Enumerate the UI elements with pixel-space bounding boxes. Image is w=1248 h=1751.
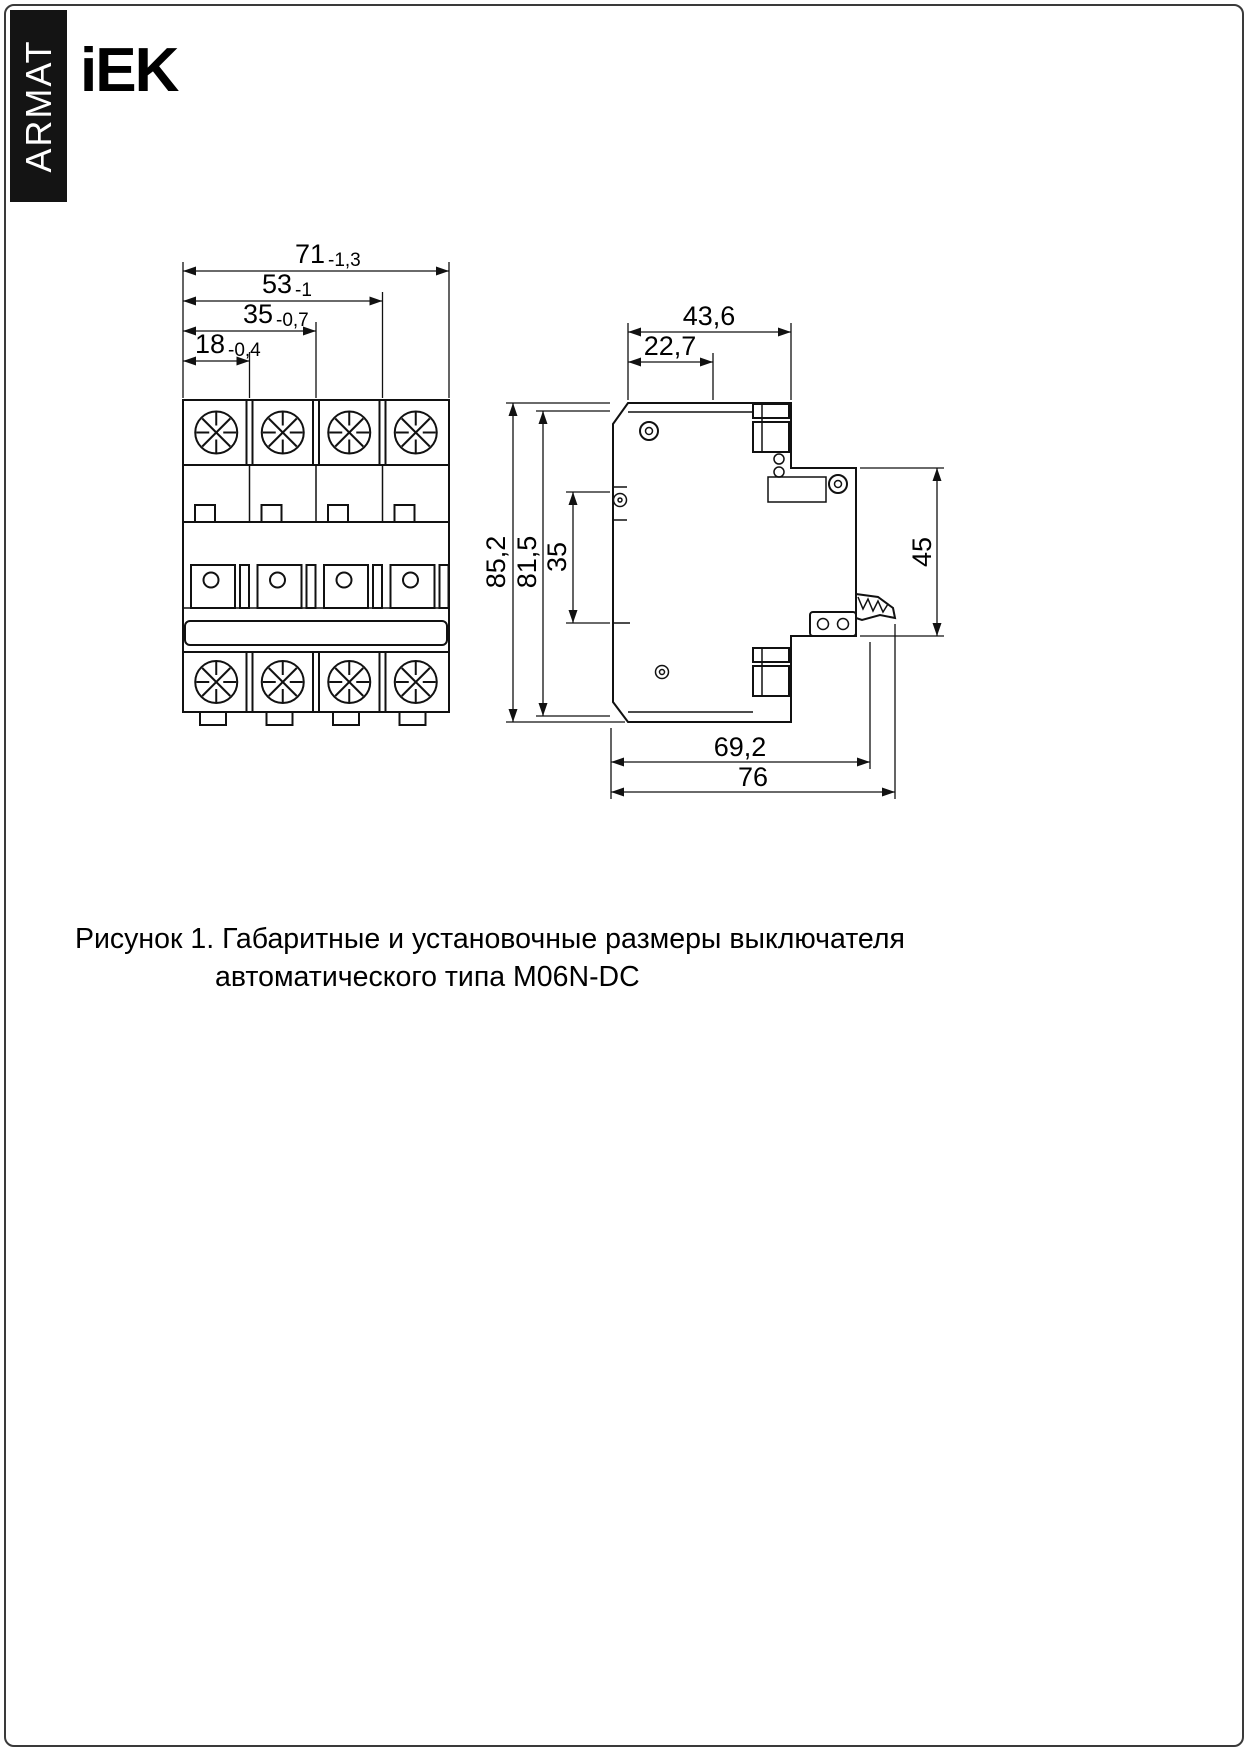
technical-drawings: 71 -1,3 53 -1 35 -0,7 18 -0,4 <box>182 239 944 799</box>
dim-width-35: 35 <box>243 299 273 329</box>
front-view-dimension-labels: 71 -1,3 53 -1 35 -0,7 18 -0,4 <box>195 239 361 361</box>
caption-line-2: автоматического типа M06N-DC <box>215 961 640 993</box>
caption-line-1: Рисунок 1. Габаритные и установочные раз… <box>75 923 905 955</box>
dim-top-width-inner: 22,7 <box>644 331 697 361</box>
dim-front-height: 35 <box>542 542 572 572</box>
dim-width-71: 71 <box>295 239 325 269</box>
side-view-dimension-labels: 43,6 22,7 85,2 81,5 35 45 69,2 76 <box>481 301 937 792</box>
side-view <box>612 402 897 723</box>
dim-height-housing: 81,5 <box>512 536 542 589</box>
dim-top-width-outer: 43,6 <box>683 301 736 331</box>
dim-width-71-tol: -1,3 <box>328 250 361 271</box>
dim-width-53-tol: -1 <box>295 280 312 301</box>
side-view-dimensions <box>506 323 944 799</box>
dim-width-18: 18 <box>195 329 225 359</box>
brand-sidebar: ARMAT <box>10 10 67 202</box>
dim-width-35-tol: -0,7 <box>276 310 309 331</box>
iek-logo: iEK <box>80 36 179 105</box>
dim-width-18-tol: -0,4 <box>228 340 261 361</box>
figure-caption: Рисунок 1. Габаритные и установочные раз… <box>75 920 905 996</box>
dim-rail-section-height: 45 <box>907 537 937 567</box>
dim-depth-overall: 76 <box>738 762 768 792</box>
front-view-dimensions <box>182 262 450 398</box>
dim-width-53: 53 <box>262 269 292 299</box>
front-view <box>182 399 450 726</box>
dim-height-overall: 85,2 <box>481 536 511 589</box>
dim-depth-inner: 69,2 <box>714 732 767 762</box>
